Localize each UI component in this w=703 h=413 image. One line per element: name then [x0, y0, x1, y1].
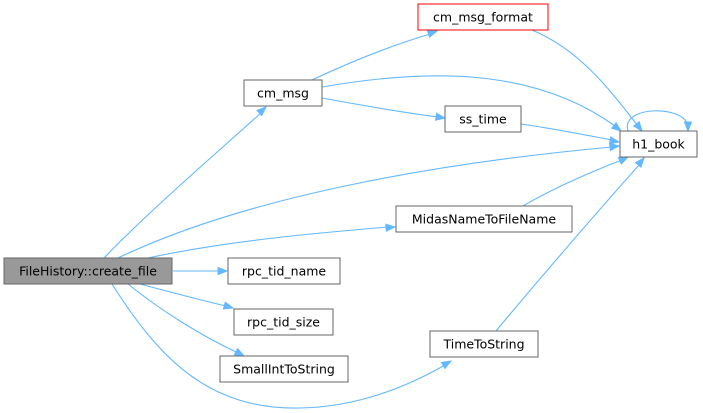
node-label: h1_book — [632, 137, 685, 152]
edge-TimeToString-to-h1_book — [495, 156, 645, 332]
edge-create_file-to-rpc_tid_name — [173, 266, 229, 276]
edge-arrowhead — [435, 112, 447, 121]
node-TimeToString[interactable]: TimeToString — [429, 330, 539, 358]
node-h1_book[interactable]: h1_book — [619, 130, 698, 158]
node-label: MidasNameToFileName — [412, 212, 557, 227]
node-label: rpc_tid_size — [247, 315, 320, 330]
edge-create_file-to-MidasNameToFileName — [147, 223, 397, 259]
node-box — [3, 257, 173, 285]
edge-arrowhead — [440, 360, 453, 370]
node-cm_msg[interactable]: cm_msg — [243, 79, 323, 107]
edges-layer — [103, 29, 693, 409]
edge-line — [127, 283, 239, 354]
edge-arrowhead — [217, 266, 229, 276]
node-cm_msg_format[interactable]: cm_msg_format — [417, 3, 549, 31]
edge-arrowhead — [634, 156, 645, 168]
node-box — [233, 308, 334, 336]
node-box — [417, 3, 549, 31]
edge-line — [103, 111, 263, 259]
node-label: cm_msg — [257, 86, 309, 101]
node-box — [227, 257, 341, 285]
edge-create_file-to-h1_book — [117, 142, 621, 259]
node-box — [619, 130, 698, 158]
nodes-layer: FileHistory::create_file cm_msg_formatcm_… — [3, 3, 698, 383]
node-SmallIntToString[interactable]: SmallIntToString — [219, 355, 349, 383]
edge-cm_msg_format-to-h1_book — [531, 29, 643, 133]
edge-line — [321, 75, 616, 127]
edge-arrowhead — [632, 120, 643, 133]
edge-cm_msg-to-ss_time — [321, 97, 447, 121]
edge-arrowhead — [610, 121, 623, 132]
edge-ss_time-to-h1_book — [520, 123, 621, 145]
edge-create_file-to-TimeToString — [111, 283, 453, 409]
edge-line — [531, 29, 639, 127]
edge-h1_book-to-h1_book — [626, 110, 693, 133]
edge-arrowhead — [609, 142, 621, 152]
node-create_file[interactable]: FileHistory::create_file — [3, 257, 173, 285]
node-label: TimeToString — [442, 337, 524, 352]
edge-line — [520, 123, 613, 141]
node-rpc_tid_size[interactable]: rpc_tid_size — [233, 308, 334, 336]
node-box — [243, 79, 323, 107]
edge-line — [321, 97, 439, 118]
node-ss_time[interactable]: ss_time — [444, 105, 522, 133]
edge-cm_msg-to-cm_msg_format — [311, 29, 439, 81]
node-label: ss_time — [459, 112, 507, 127]
node-label: SmallIntToString — [233, 362, 335, 377]
node-box — [444, 105, 522, 133]
edge-arrowhead — [426, 29, 439, 38]
edge-create_file-to-SmallIntToString — [127, 283, 246, 357]
edge-line — [139, 283, 227, 307]
node-label: FileHistory::create_file — [19, 264, 157, 279]
edge-arrowhead — [233, 347, 246, 357]
edge-line — [311, 33, 431, 81]
node-MidasNameToFileName[interactable]: MidasNameToFileName — [395, 205, 573, 233]
edge-line — [117, 146, 613, 259]
node-label: rpc_tid_name — [242, 264, 327, 279]
edge-create_file-to-rpc_tid_size — [139, 283, 235, 310]
edge-line — [111, 283, 446, 409]
edge-arrowhead — [683, 121, 693, 133]
edge-arrowhead — [608, 136, 621, 145]
node-rpc_tid_name[interactable]: rpc_tid_name — [227, 257, 341, 285]
node-label: cm_msg_format — [433, 10, 533, 25]
node-box — [395, 205, 573, 233]
node-box — [429, 330, 539, 358]
edge-arrowhead — [385, 223, 397, 232]
edge-cm_msg-to-h1_book — [321, 75, 623, 132]
edge-line — [147, 226, 389, 259]
edge-create_file-to-cm_msg — [103, 106, 268, 259]
node-box — [219, 355, 349, 383]
edge-MidasNameToFileName-to-h1_book — [522, 156, 630, 207]
edge-line — [495, 163, 641, 332]
edge-arrowhead — [222, 301, 235, 310]
edge-line — [626, 110, 689, 132]
edge-line — [522, 159, 623, 207]
edge-arrowhead — [256, 106, 268, 117]
